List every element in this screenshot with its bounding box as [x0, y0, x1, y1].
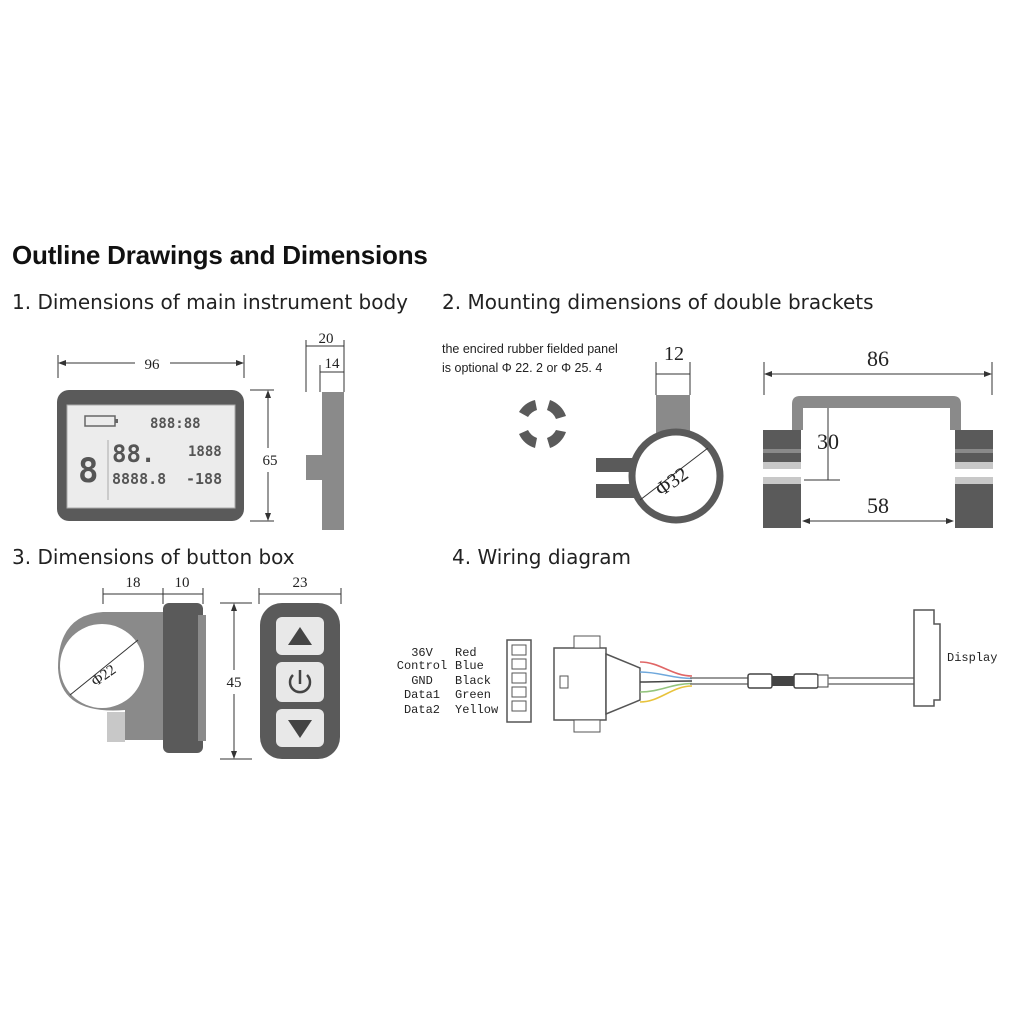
depth-total-dim: 20	[319, 331, 334, 347]
section-title-wiring: 4. Wiring diagram	[452, 545, 632, 569]
wire	[639, 671, 693, 680]
body-height-dim: 65	[263, 453, 278, 469]
lcd-row3-right: -188	[186, 470, 222, 488]
wire-color-labels: Red Blue Black Green Yellow	[455, 646, 499, 717]
bracket-inner-width-dim: 58	[867, 493, 889, 518]
wire-color-label: Green	[455, 688, 491, 702]
power-icon	[288, 670, 312, 694]
lcd-screen	[66, 404, 236, 509]
button-box-side-view: 18 10 Φ22	[58, 575, 206, 753]
bracket-note-line1: the encired rubber fielded panel	[442, 342, 618, 356]
bracket-clamp-side: 12 Φ32	[596, 343, 724, 524]
wire-color-label: Yellow	[455, 703, 499, 717]
clamp-width-dim: 18	[126, 575, 141, 591]
lcd-side-digit: 8	[78, 451, 98, 491]
bracket-inner-height-dim: 30	[817, 429, 839, 454]
section-title-button-box: 3. Dimensions of button box	[12, 545, 295, 569]
wire	[639, 661, 693, 677]
lcd-speed: 88.	[112, 440, 155, 468]
section-title-brackets: 2. Mounting dimensions of double bracket…	[442, 290, 874, 314]
side-profile	[306, 392, 344, 530]
button-box-front-view: 45 23	[220, 575, 342, 760]
arrow-up-icon	[288, 627, 312, 645]
pin-connector	[506, 639, 532, 723]
double-bracket-view: 86 30 58	[763, 346, 993, 528]
lcd-row1: 888:88	[150, 416, 201, 432]
page-title: Outline Drawings and Dimensions	[12, 240, 428, 270]
bracket-note-line2: is optional Φ 22. 2 or Φ 25. 4	[442, 361, 602, 375]
bracket-outer-width-dim: 86	[867, 346, 889, 371]
lcd-battery-icon	[84, 415, 118, 427]
wire-color-label: Black	[455, 674, 491, 688]
button-box-height-dim: 45	[227, 675, 242, 691]
display-unit: Display	[913, 609, 997, 707]
strap-width-dim: 12	[664, 343, 684, 365]
body-thickness-dim: 10	[175, 575, 190, 591]
signal-label: 36V	[411, 646, 433, 660]
signal-label: Data1	[404, 688, 440, 702]
wire-color-label: Blue	[455, 659, 484, 673]
wire	[639, 680, 693, 683]
button-face-width-dim: 23	[293, 575, 308, 591]
signal-label: GND	[411, 674, 433, 688]
arrow-down-icon	[288, 720, 312, 738]
instrument-front-view: 96 888:88 8 88. 1888 8888.8 -188 65	[57, 355, 278, 522]
signal-label: Control	[397, 659, 447, 673]
body-width-dim: 96	[145, 357, 161, 373]
signal-label: Data2	[404, 703, 440, 717]
wire	[639, 685, 693, 703]
wire-color-label: Red	[455, 646, 477, 660]
lcd-odometer: 8888.8	[112, 470, 166, 488]
main-plug	[553, 635, 641, 733]
wire-bundle	[639, 661, 693, 703]
display-label: Display	[947, 651, 997, 665]
wire	[639, 682, 693, 693]
lcd-row2-right: 1888	[188, 444, 222, 460]
instrument-side-view: 20 14	[305, 331, 345, 530]
bracket-rubber-ring: the encired rubber fielded panel is opti…	[442, 342, 618, 448]
signal-labels: 36V Control GND Data1 Data2	[397, 646, 447, 717]
section-title-body: 1. Dimensions of main instrument body	[12, 290, 409, 314]
wiring-diagram: 36V Control GND Data1 Data2 Red Blue Bla…	[397, 609, 997, 733]
cable	[690, 673, 918, 689]
depth-inner-dim: 14	[325, 356, 341, 372]
